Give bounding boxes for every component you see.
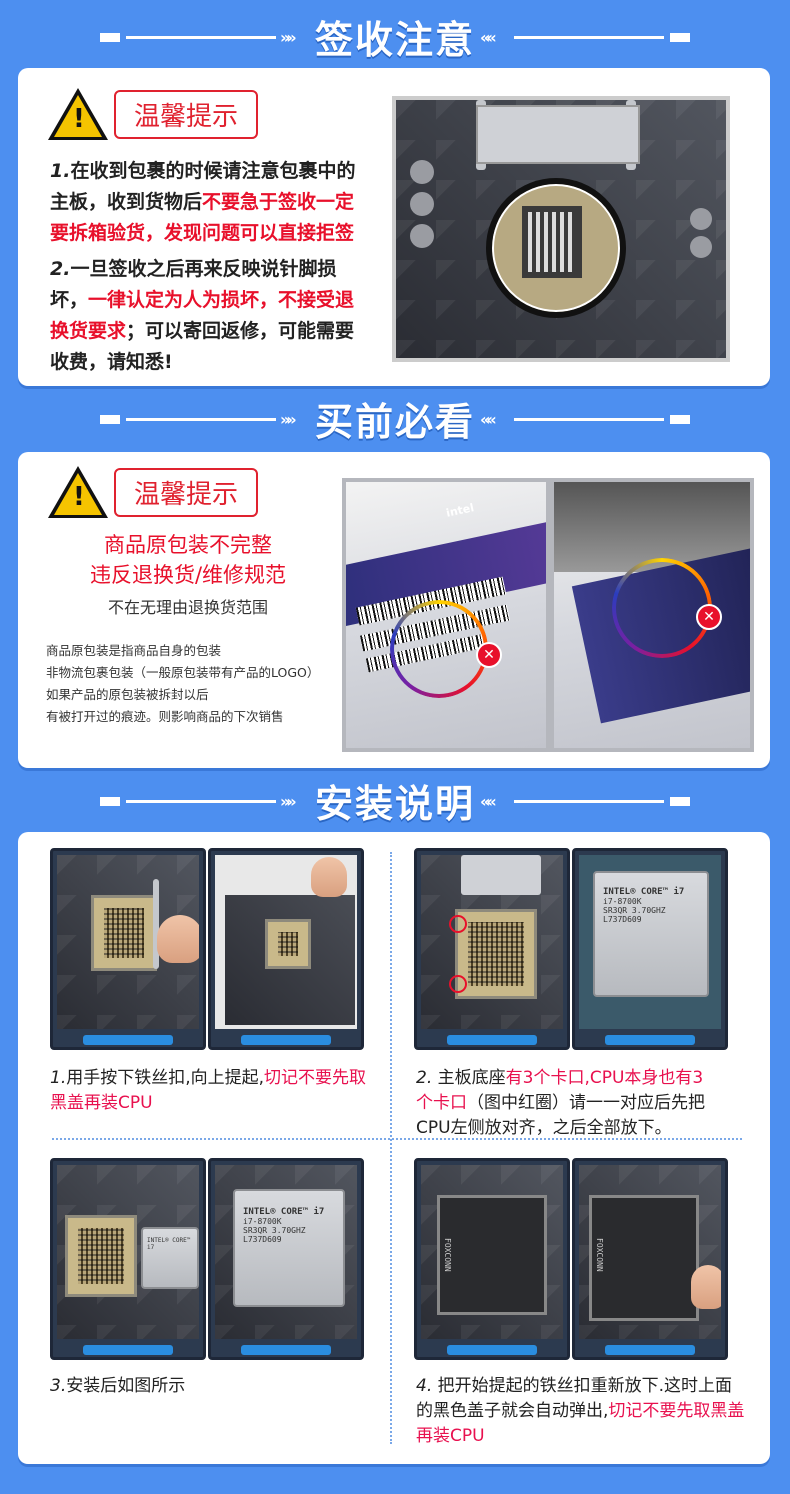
cpu-spec: SR3QR 3.70GHZ <box>603 906 666 915</box>
divider-horizontal <box>52 1138 742 1140</box>
cpu-model: i7-8700K <box>243 1217 282 1226</box>
section-title-before-buy: »» 买前必看 «« <box>0 390 790 446</box>
section-title-text: 签收注意 <box>314 17 475 62</box>
warning-icon: ! <box>48 88 108 140</box>
step-warning-text: 有3个卡口,CPU本身也有3个卡口 <box>416 1068 704 1113</box>
step-text-body: 安装后如图所示 <box>66 1376 186 1396</box>
install-card: 1.用手按下铁丝扣,向上提起,切记不要先取黑盖再装CPU INTEL® CORE… <box>18 832 770 1464</box>
cover-brand: FOXCONN <box>595 1238 604 1272</box>
step4-photo-a: FOXCONN <box>414 1158 570 1360</box>
cover-brand: FOXCONN <box>443 1238 452 1272</box>
step2-text: 2. 主板底座有3个卡口,CPU本身也有3个卡口（图中红圈）请一一对应后先把CP… <box>416 1066 716 1141</box>
highlight-ring <box>390 600 488 698</box>
title-decoration-left: »» <box>100 792 310 811</box>
step-warning-text: 切记不要先取黑盖再装CPU <box>50 1068 367 1113</box>
step-text-body: 把开始提起的铁丝扣重新放下.这时上面的黑色盖子就会自动弹出, <box>416 1376 733 1421</box>
title-decoration-right: «« <box>480 792 690 811</box>
sign-paragraph-2: 2.一旦签收之后再来反映说针脚损坏，一律认定为人为损坏，不接受退换货要求；可以寄… <box>50 254 368 378</box>
para-text: 在收到包裹的时候请注意包裹中的主板，收到货物后 <box>50 160 356 213</box>
para-warning-text: 不要急于签收一定要拆箱验货，发现问题可以直接拒签 <box>50 191 355 244</box>
divider-vertical <box>390 852 392 1444</box>
warm-tip-label: 温馨提示 <box>114 89 259 139</box>
para-warning-text: 一律认定为人为损坏，不接受退换货要求 <box>50 289 355 342</box>
before-buy-card: ! 温馨提示 商品原包装不完整 违反退换货/维修规范 不在无理由退换货范围 商品… <box>18 452 770 768</box>
section-title-sign: »» 签收注意 «« <box>0 8 790 64</box>
cpu-chip: INTEL® CORE™ i7 <box>141 1227 199 1289</box>
step3-photo-b: INTEL® CORE™ i7 i7-8700K SR3QR 3.70GHZ L… <box>208 1158 364 1360</box>
cpu-brand: INTEL® CORE™ i7 <box>147 1237 191 1251</box>
warm-tip-label: 温馨提示 <box>114 467 259 517</box>
step-number: 2. <box>416 1068 433 1088</box>
intel-logo: intel <box>444 501 476 520</box>
note-line: 非物流包裹包装（一般原包装带有产品的LOGO） <box>46 665 320 680</box>
title-decoration-left: »» <box>100 28 310 47</box>
warm-tip-badge: ! 温馨提示 <box>48 88 259 140</box>
section-title-install: »» 安装说明 «« <box>0 772 790 828</box>
step3-photo-a: INTEL® CORE™ i7 <box>50 1158 206 1360</box>
highlight-ring <box>612 558 712 658</box>
packaging-subline: 不在无理由退换货范围 <box>107 598 268 617</box>
step-text-body: （图中红圈）请一一对应后先把CPU左侧放对齐，之后全部放下。 <box>416 1093 705 1138</box>
socket-black-cover: FOXCONN <box>437 1195 547 1315</box>
reject-x-icon: ✕ <box>696 604 722 630</box>
note-line: 商品原包装是指商品自身的包装 <box>46 643 222 658</box>
warm-tip-badge: ! 温馨提示 <box>48 466 259 518</box>
para-number: 1. <box>50 160 71 182</box>
sealed-box-photo-2: ✕ <box>550 478 754 752</box>
step2-photo-b: INTEL® CORE™ i7 i7-8700K SR3QR 3.70GHZ L… <box>572 848 728 1050</box>
socket-pins-photo <box>392 96 730 362</box>
reject-x-icon: ✕ <box>476 642 502 668</box>
cpu-chip: INTEL® CORE™ i7 i7-8700K SR3QR 3.70GHZ L… <box>593 871 709 997</box>
warning-icon: ! <box>48 466 108 518</box>
packaging-notes: 商品原包装是指商品自身的包装 非物流包裹包装（一般原包装带有产品的LOGO） 如… <box>46 640 356 728</box>
step1-text: 1.用手按下铁丝扣,向上提起,切记不要先取黑盖再装CPU <box>50 1066 380 1116</box>
cpu-code: L737D609 <box>603 915 642 924</box>
sign-card: ! 温馨提示 1.在收到包裹的时候请注意包裹中的主板，收到货物后不要急于签收一定… <box>18 68 770 386</box>
sign-paragraph-1: 1.在收到包裹的时候请注意包裹中的主板，收到货物后不要急于签收一定要拆箱验货，发… <box>50 156 368 249</box>
para-text: ；可以寄回返修，可能需要收费，请知悉! <box>50 320 355 373</box>
step3-text: 3.安装后如图所示 <box>50 1374 370 1399</box>
cpu-chip: INTEL® CORE™ i7 i7-8700K SR3QR 3.70GHZ L… <box>233 1189 345 1307</box>
para-number: 2. <box>50 258 71 280</box>
step1-photo-b <box>208 848 364 1050</box>
step-number: 4. <box>416 1376 433 1396</box>
cpu-model: i7-8700K <box>603 897 642 906</box>
title-decoration-right: «« <box>480 410 690 429</box>
cpu-brand: INTEL® CORE™ i7 <box>243 1207 325 1217</box>
title-decoration-right: «« <box>480 28 690 47</box>
cpu-code: L737D609 <box>243 1235 282 1244</box>
section-title-text: 买前必看 <box>314 399 475 444</box>
cpu-brand: INTEL® CORE™ i7 <box>603 887 685 897</box>
note-line: 有被打开过的痕迹。则影响商品的下次销售 <box>46 709 284 724</box>
title-decoration-left: »» <box>100 410 310 429</box>
step-number: 3. <box>50 1376 67 1396</box>
para-text: 一旦签收之后再来反映说针脚损坏， <box>50 258 337 311</box>
step-text-body: 用手按下铁丝扣,向上提起, <box>66 1068 265 1088</box>
step-warning-text: 切记不要先取黑盖再装CPU <box>416 1401 745 1446</box>
cpu-spec: SR3QR 3.70GHZ <box>243 1226 306 1235</box>
step4-text: 4. 把开始提起的铁丝扣重新放下.这时上面的黑色盖子就会自动弹出,切记不要先取黑… <box>416 1374 746 1449</box>
packaging-headline: 商品原包装不完整 违反退换货/维修规范 <box>38 530 338 590</box>
note-line: 如果产品的原包装被拆封以后 <box>46 687 209 702</box>
section-title-text: 安装说明 <box>314 781 475 826</box>
highlight-circle <box>486 178 626 318</box>
socket-black-cover: FOXCONN <box>589 1195 699 1321</box>
headline-line: 违反退换货/维修规范 <box>89 563 287 587</box>
step2-photo-a <box>414 848 570 1050</box>
sealed-box-photo-1: intel ✕ <box>342 478 550 752</box>
step-number: 1. <box>50 1068 67 1088</box>
headline-line: 商品原包装不完整 <box>104 533 272 557</box>
step4-photo-b: FOXCONN <box>572 1158 728 1360</box>
step-text-body: 主板底座 <box>437 1068 506 1088</box>
step1-photo-a <box>50 848 206 1050</box>
